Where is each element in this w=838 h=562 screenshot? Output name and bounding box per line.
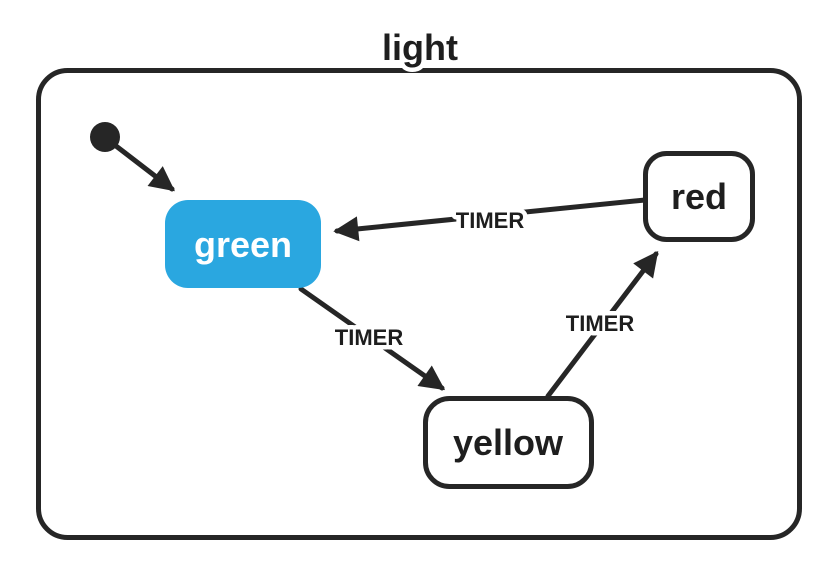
state-box-green[interactable] [165, 200, 321, 288]
transition-red-to-green-event-label[interactable]: TIMER [451, 204, 529, 238]
transition-yellow-to-red-event-label[interactable]: TIMER [561, 307, 639, 341]
initial-state-dot [90, 122, 120, 152]
state-label-yellow: yellow [453, 422, 564, 463]
state-node-green[interactable]: green [165, 200, 321, 288]
state-node-yellow[interactable]: yellow [423, 396, 594, 489]
state-box-red[interactable] [643, 151, 755, 242]
state-label-red: red [671, 176, 727, 217]
state-label-green: green [194, 224, 292, 265]
initial-transition-arrow [113, 143, 175, 192]
transition-red-to-green-arrow [333, 197, 648, 242]
state-box-yellow[interactable] [423, 396, 594, 489]
machine-boundary [36, 68, 802, 540]
state-node-red[interactable]: red [643, 151, 755, 242]
transition-green-to-yellow-arrow [298, 286, 446, 391]
transition-yellow-to-red-arrow [545, 251, 659, 399]
machine-title: light [382, 27, 458, 68]
transition-green-to-yellow-event-label[interactable]: TIMER [330, 321, 408, 355]
